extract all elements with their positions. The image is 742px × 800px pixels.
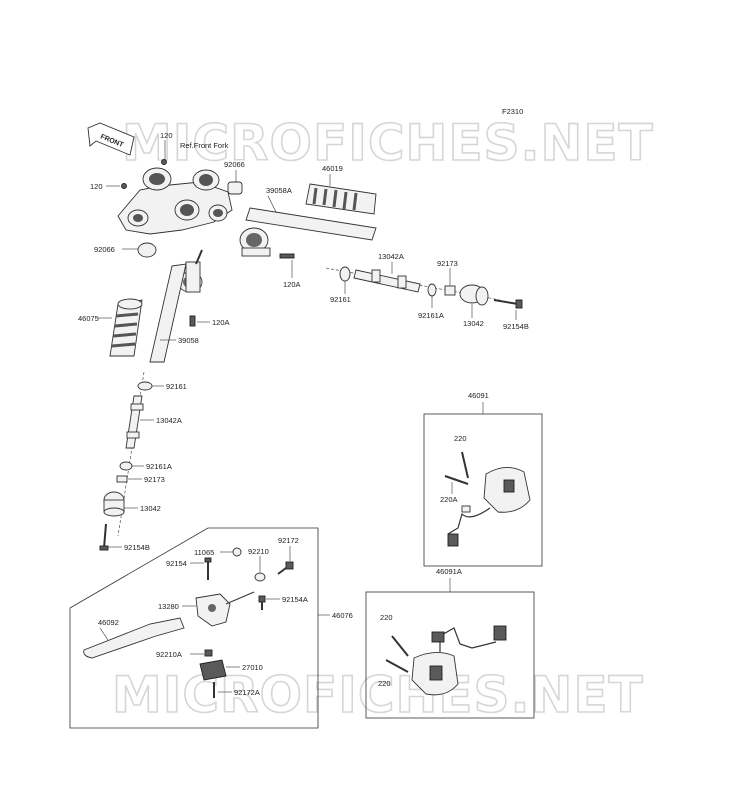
part-13042a-top [353,269,421,293]
screw-220a [444,475,469,485]
label-220a: 220A [440,495,458,504]
label-13042a: 13042A [156,416,182,425]
label-11065: 11065 [194,548,214,557]
screw-220-lh1 [391,635,409,657]
label-92154b: 92154B [124,543,150,552]
handlebar-pipe-39058 [149,263,187,363]
label-92173-top: 92173 [437,259,458,268]
label-92154b-top: 92154B [503,322,529,331]
label-46075: 46075 [78,314,99,323]
part-92066-top [227,181,243,195]
part-92161-top [339,266,351,282]
grip-46019 [305,183,377,215]
label-120-a: 120 [160,131,173,140]
upper-triple-clamp [117,159,233,235]
part-13042a [125,395,144,449]
part-11065 [232,547,242,557]
label-92172a: 92172A [234,688,260,697]
handlebar-pipe-39058a [245,207,377,241]
label-46019: 46019 [322,164,343,173]
part-92173-top [444,285,456,296]
part-92173 [116,475,128,483]
label-92066-a: 92066 [224,160,245,169]
rh-switch-housing [447,467,531,547]
label-92154a: 92154A [282,595,308,604]
clutch-lever-group-box [69,527,319,729]
bolt-120a-top [279,253,295,259]
ref-note: Ref.Front Fork [180,141,229,150]
label-92161: 92161 [166,382,187,391]
bolt-92154a [258,595,266,610]
label-46091a: 46091A [436,567,462,576]
label-92154: 92154 [166,559,187,568]
label-120-b: 120 [90,182,103,191]
bolt-92154b [99,523,109,551]
lever-bracket-13280 [195,591,255,627]
front-arrow-icon: FRONT [87,122,135,156]
part-92210 [254,572,266,582]
part-92161 [137,381,153,391]
label-92173: 92173 [144,475,165,484]
screw-92172 [277,561,294,575]
lh-switch-housing [411,625,507,696]
handlebar-clamp-left [177,249,203,293]
label-13042a-top: 13042A [378,252,404,261]
label-46076: 46076 [332,611,353,620]
label-13280: 13280 [158,602,179,611]
bolt-120a-mid [189,315,196,327]
label-13042: 13042 [140,504,161,513]
bolt-92154 [204,557,212,580]
figure-code: F2310 [502,107,523,116]
label-92210: 92210 [248,547,269,556]
label-39058: 39058 [178,336,199,345]
part-92161a-top [427,283,437,297]
label-92161a: 92161A [146,462,172,471]
label-220-lh2: 220 [378,679,391,688]
part-92066-left [137,242,157,258]
screw-220-rh [461,451,469,479]
screw-220-lh2 [385,659,409,673]
part-92210a [204,649,213,657]
label-39058a: 39058A [266,186,292,195]
part-92161a [119,461,133,471]
label-92210a: 92210A [156,650,182,659]
label-46091: 46091 [468,391,489,400]
label-120a-mid: 120A [212,318,230,327]
bolt-92154b-top [493,299,523,309]
label-120a-top: 120A [283,280,301,289]
label-220-lh1: 220 [380,613,393,622]
clutch-lever-46092 [83,617,185,659]
label-92066-b: 92066 [94,245,115,254]
handlebar-clamp-right [239,227,271,257]
label-46092: 46092 [98,618,119,627]
watermark-top: MICROFICHES.NET [122,114,654,172]
bar-end-weight-13042 [103,491,125,517]
label-92161-top: 92161 [330,295,351,304]
label-27010: 27010 [242,663,263,672]
grip-46075 [109,298,143,357]
switch-27010 [199,659,227,681]
watermark-bottom: MICROFICHES.NET [112,666,644,724]
label-13042-top: 13042 [463,319,484,328]
bar-end-weight-13042-top [459,284,489,306]
label-92161a-top: 92161A [418,311,444,320]
label-220-rh: 220 [454,434,467,443]
label-92172: 92172 [278,536,299,545]
